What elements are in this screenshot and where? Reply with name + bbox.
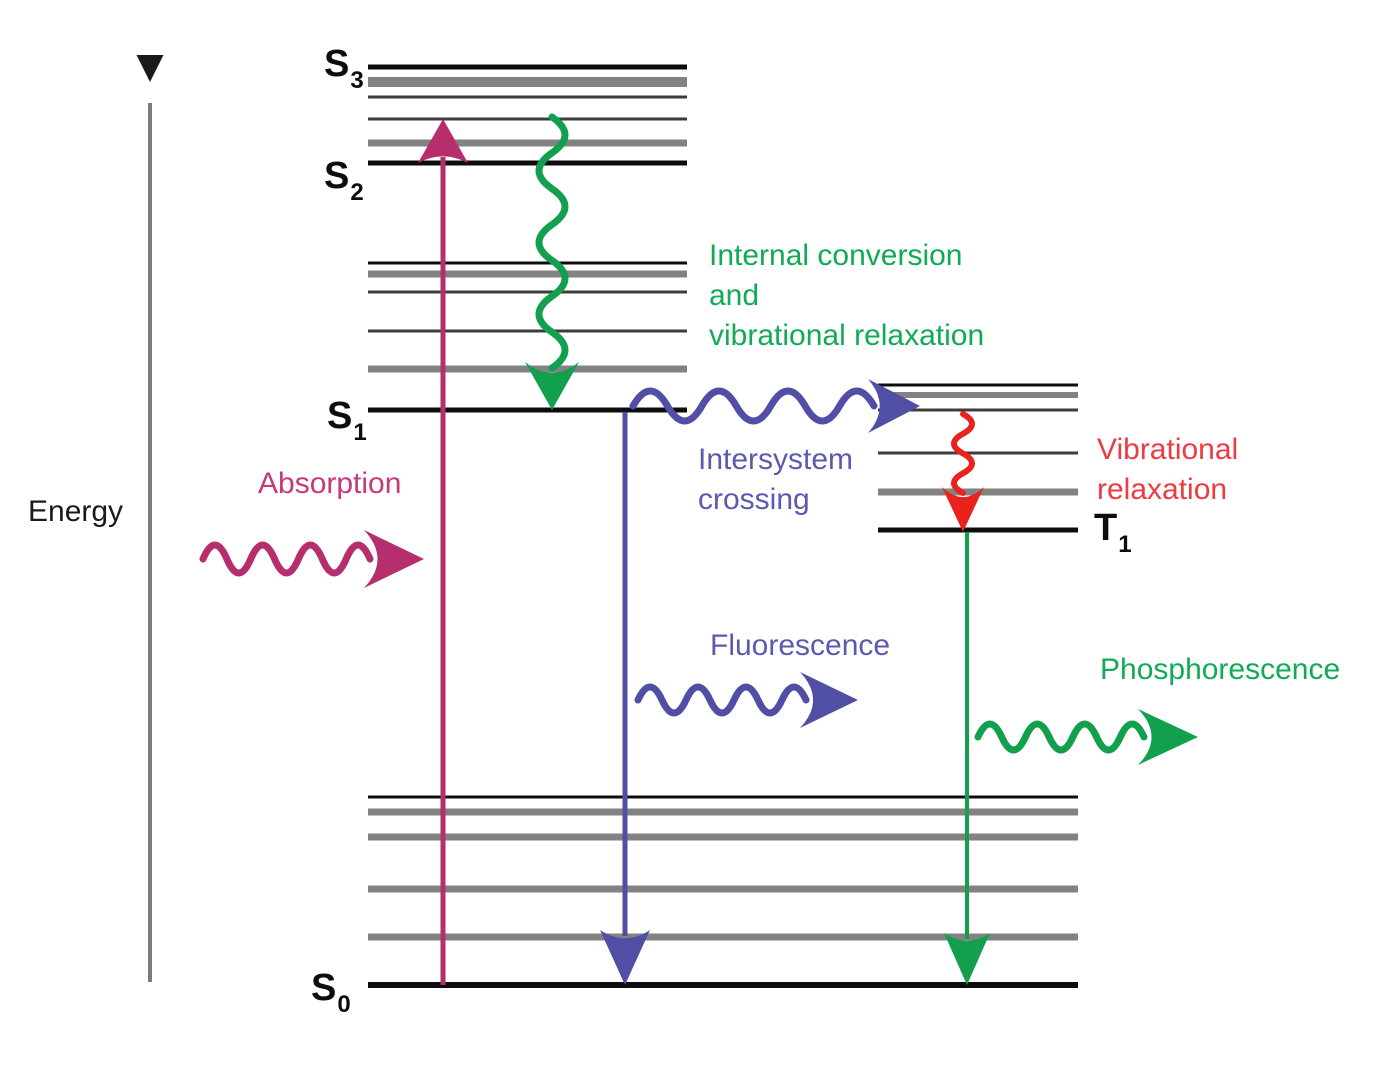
phosphorescence-label: Phosphorescence	[1100, 653, 1341, 686]
internal-conversion-wavy-arrow-head	[525, 362, 579, 410]
intersystem-crossing-label: Intersystem crossing	[698, 440, 853, 520]
fluorescence-label: Fluorescence	[710, 629, 891, 662]
phosphorescence-arrow-head	[944, 933, 990, 985]
phosphorescence-photon-wavy-arrow-head	[1138, 709, 1198, 765]
internal-conversion-wavy-arrow-wave	[535, 113, 569, 372]
intersystem-crossing-line1: Intersystem	[698, 443, 854, 476]
absorption-photon-wavy-arrow-wave	[199, 541, 374, 577]
state-label-s2: S2	[324, 155, 364, 206]
state-label-s0: S0	[311, 967, 351, 1018]
intersystem-crossing-line2: crossing	[698, 483, 810, 516]
absorption-label: Absorption	[258, 467, 402, 500]
absorption-arrow-head	[418, 119, 468, 163]
internal-conversion-label: Internal conversion and vibrational rela…	[709, 236, 984, 356]
intersystem-crossing-wavy-arrow-head	[868, 379, 920, 433]
fluorescence-photon-wavy-arrow-wave	[634, 683, 810, 717]
absorption-photon-wavy-arrow-head	[364, 530, 424, 588]
vibrational-relaxation-label: Vibrational relaxation	[1097, 430, 1238, 510]
internal-conversion-line3: vibrational relaxation	[709, 319, 985, 352]
fluorescence-arrow-head	[600, 930, 650, 985]
energy-axis-arrow-head	[136, 55, 164, 82]
intersystem-crossing-wavy-arrow-wave	[629, 387, 878, 425]
vibrational-relaxation-wavy-arrow-head	[942, 487, 984, 532]
state-label-s3: S3	[324, 43, 364, 94]
vibrational-relaxation-line2: relaxation	[1097, 473, 1228, 506]
phosphorescence-photon-wavy-arrow-wave	[974, 720, 1148, 754]
vibrational-relaxation-line1: Vibrational	[1097, 433, 1239, 466]
internal-conversion-line2: and	[709, 279, 760, 312]
state-label-t1: T1	[1094, 507, 1132, 558]
vibrational-relaxation-wavy-arrow-wave	[951, 411, 975, 496]
state-label-s1: S1	[327, 395, 367, 446]
fluorescence-photon-wavy-arrow-head	[800, 672, 858, 728]
internal-conversion-line1: Internal conversion	[709, 239, 963, 272]
energy-axis-label: Energy	[28, 495, 124, 528]
